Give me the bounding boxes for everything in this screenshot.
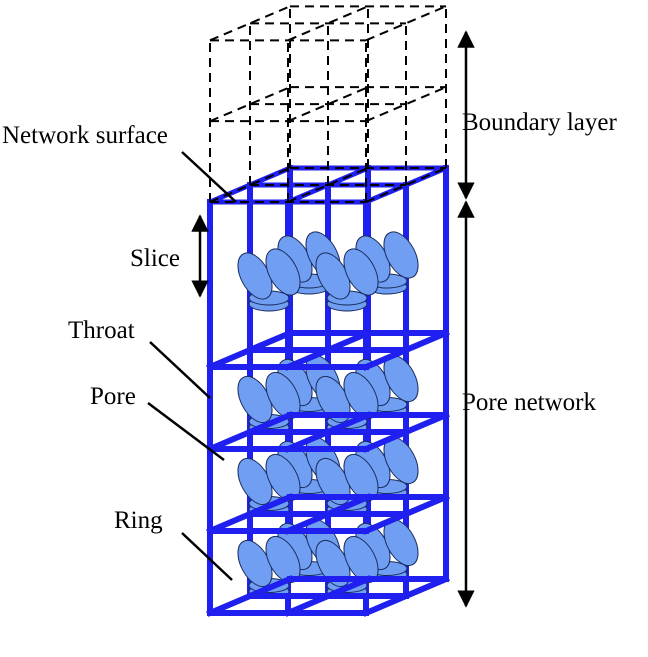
pore-network xyxy=(206,164,450,617)
leader-lines xyxy=(147,151,237,581)
network-surface-leader xyxy=(181,151,237,203)
pore xyxy=(343,248,379,296)
boundary-layer-label: Boundary layer xyxy=(462,109,617,136)
slice-label: Slice xyxy=(130,245,180,272)
dimension-arrows xyxy=(191,30,475,608)
ring-label: Ring xyxy=(114,507,163,534)
ring-leader xyxy=(181,532,233,581)
pore xyxy=(265,248,301,296)
pore-label: Pore xyxy=(90,383,136,410)
throat-label: Throat xyxy=(68,317,135,344)
pore-network-label: Pore network xyxy=(462,389,596,416)
boundary-layer-grid xyxy=(209,5,447,203)
network-surface-label: Network surface xyxy=(2,122,168,149)
pore-leader xyxy=(147,402,225,461)
pore xyxy=(383,231,419,279)
throat-leader xyxy=(149,341,211,399)
